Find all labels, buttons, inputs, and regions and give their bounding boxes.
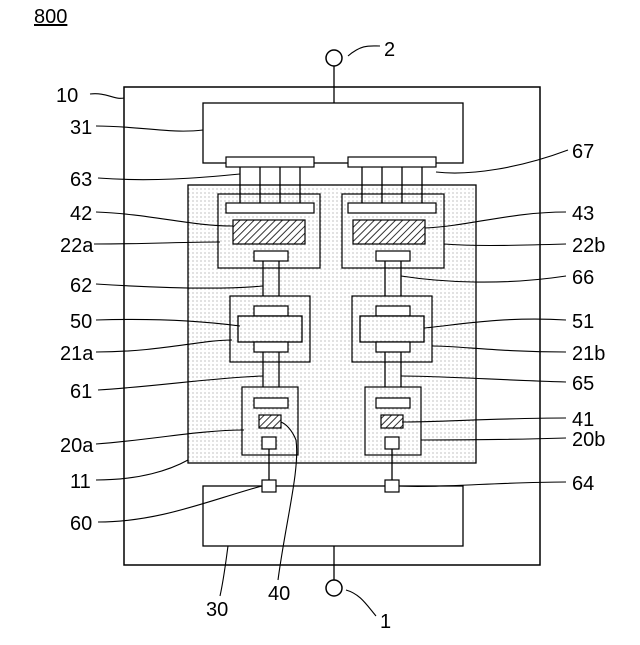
- element-42: [233, 220, 305, 244]
- pad-21a-top: [254, 306, 288, 316]
- label-21b: 21b: [572, 343, 605, 365]
- label-43: 43: [572, 203, 594, 225]
- pad-22b-bottom: [376, 251, 410, 261]
- block-31: [203, 103, 463, 163]
- element-43: [353, 220, 425, 244]
- label-63: 63: [70, 169, 92, 191]
- figure-number: 800: [34, 6, 67, 29]
- connector-63: [226, 157, 314, 167]
- terminal-1: [326, 580, 342, 596]
- label-22b: 22b: [572, 235, 605, 257]
- label-51: 51: [572, 311, 594, 333]
- block-30: [203, 486, 463, 546]
- label-41: 41: [572, 409, 594, 431]
- label-20b: 20b: [572, 429, 605, 451]
- pad-21a-bottom: [254, 342, 288, 352]
- label-20a: 20a: [60, 435, 94, 457]
- pad-64: [385, 480, 399, 492]
- label-65: 65: [572, 373, 594, 395]
- label-31: 31: [70, 117, 92, 139]
- pad-20a-bottom: [262, 437, 276, 449]
- label-62: 62: [70, 275, 92, 297]
- terminal-2: [326, 50, 342, 66]
- label-terminal-2: 2: [384, 39, 395, 61]
- pad-20b-bottom: [385, 437, 399, 449]
- label-42: 42: [70, 203, 92, 225]
- pad-60: [262, 480, 276, 492]
- label-50: 50: [70, 311, 92, 333]
- pad-bar-right: [348, 203, 436, 213]
- pad-21b-top: [376, 306, 410, 316]
- element-51: [360, 316, 424, 342]
- label-10: 10: [56, 85, 78, 107]
- element-50: [238, 316, 302, 342]
- label-61: 61: [70, 381, 92, 403]
- pad-22a-bottom: [254, 251, 288, 261]
- pad-20a-top: [254, 398, 288, 408]
- label-40: 40: [268, 583, 290, 605]
- label-30: 30: [206, 599, 228, 621]
- pad-21b-bottom: [376, 342, 410, 352]
- label-11: 11: [70, 471, 91, 493]
- label-terminal-1: 1: [380, 611, 391, 633]
- pad-bar-left: [226, 203, 314, 213]
- label-21a: 21a: [60, 343, 94, 365]
- pad-20b-top: [376, 398, 410, 408]
- label-60: 60: [70, 513, 92, 535]
- element-41: [381, 415, 403, 428]
- label-67: 67: [572, 141, 594, 163]
- element-40: [259, 415, 281, 428]
- label-64: 64: [572, 473, 594, 495]
- label-22a: 22a: [60, 235, 94, 257]
- label-66: 66: [572, 267, 594, 289]
- connector-67: [348, 157, 436, 167]
